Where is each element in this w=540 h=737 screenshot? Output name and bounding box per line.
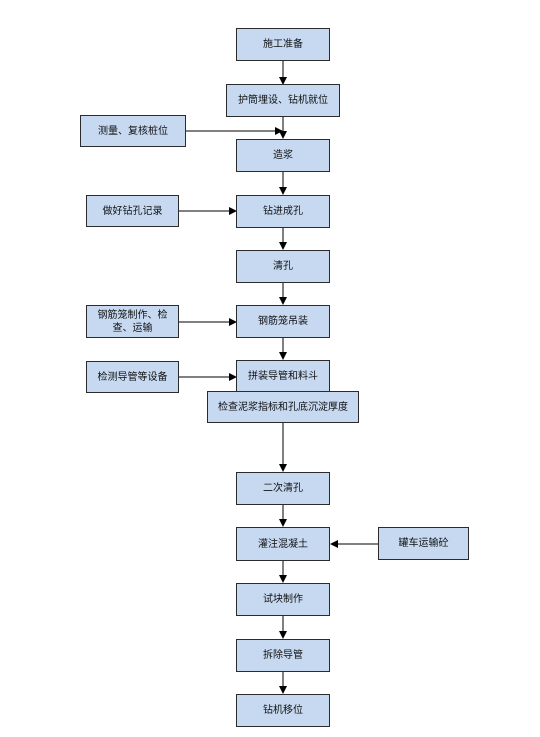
node-pipe-inspection: 检测导管等设备 [86, 361, 179, 393]
node-cage-fabrication: 钢筋笼制作、检查、运输 [86, 305, 179, 338]
node-construction-prep: 施工准备 [236, 28, 330, 61]
node-drilling: 钻进成孔 [236, 195, 330, 228]
node-test-block: 试块制作 [236, 583, 330, 616]
node-casing-rig-position: 护筒埋设、钻机就位 [226, 84, 340, 117]
node-secondary-cleaning: 二次清孔 [236, 472, 330, 505]
node-concrete-pouring: 灌注混凝土 [236, 527, 330, 561]
node-survey-pile-position: 测量、复核桩位 [80, 115, 186, 147]
node-pipe-assembly: 拼装导管和料斗 [236, 360, 330, 393]
node-hole-cleaning: 清孔 [236, 250, 330, 283]
node-concrete-truck: 罐车运输砼 [378, 527, 469, 560]
node-cage-lifting: 钢筋笼吊装 [236, 305, 330, 338]
node-drill-record: 做好钻孔记录 [86, 195, 179, 227]
node-mud-check: 检查泥浆指标和孔底沉淀厚度 [207, 391, 359, 423]
node-remove-pipe: 拆除导管 [236, 639, 330, 672]
node-move-rig: 钻机移位 [236, 694, 330, 727]
node-slurry-making: 造浆 [236, 139, 330, 172]
